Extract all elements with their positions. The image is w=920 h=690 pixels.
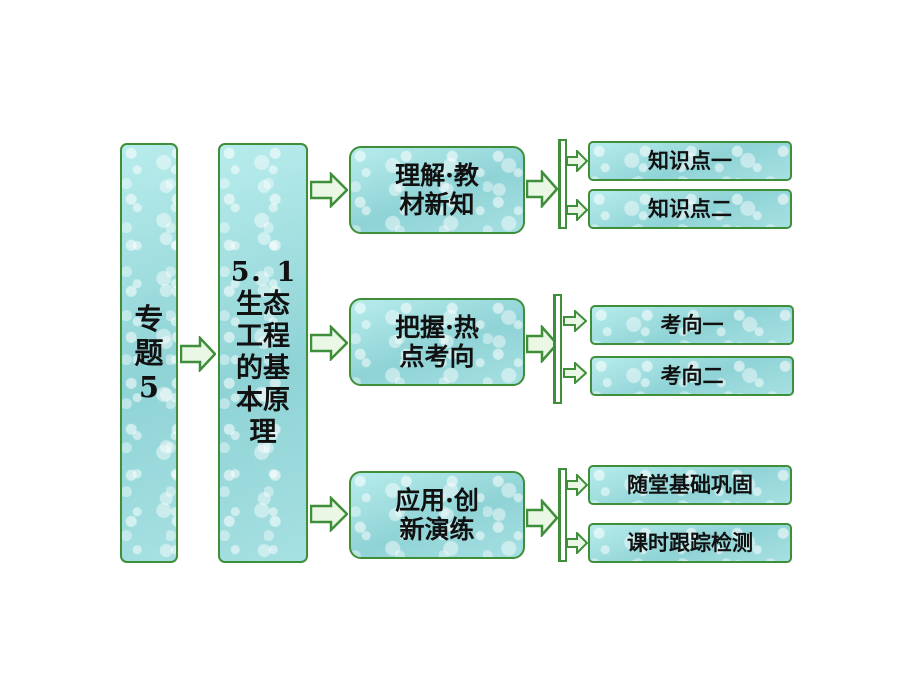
- branch-box-1[interactable]: 理解·教 材新知: [349, 146, 525, 234]
- bracket: [558, 139, 567, 229]
- branch-2-line2: 点考向: [399, 342, 475, 371]
- leaf-box[interactable]: 考向一: [590, 305, 794, 345]
- arrow-icon: [180, 336, 216, 372]
- arrow-icon: [566, 474, 588, 496]
- arrow-icon: [526, 170, 558, 208]
- leaf-box[interactable]: 知识点二: [588, 189, 792, 229]
- leaf-box[interactable]: 随堂基础巩固: [588, 465, 792, 505]
- leaf-label: 知识点二: [648, 195, 732, 221]
- leaf-label: 考向二: [660, 362, 724, 388]
- arrow-icon: [566, 150, 588, 172]
- topic-box[interactable]: 专 题 5: [120, 143, 178, 563]
- leaf-label: 随堂基础巩固: [627, 471, 753, 497]
- arrow-icon: [526, 325, 558, 363]
- arrow-icon: [566, 199, 588, 221]
- branch-2-line1: 把握·热: [395, 312, 479, 342]
- leaf-label: 考向一: [660, 311, 724, 337]
- section-box[interactable]: 5．1 生态 工程 的基 本原 理: [218, 143, 308, 563]
- branch-box-3[interactable]: 应用·创 新演练: [349, 471, 525, 559]
- leaf-box[interactable]: 课时跟踪检测: [588, 523, 792, 563]
- section-label: 5．1 生态 工程 的基 本原 理: [230, 257, 296, 448]
- branch-3-line2: 新演练: [399, 515, 475, 544]
- leaf-box[interactable]: 考向二: [590, 356, 794, 396]
- leaf-label: 知识点一: [648, 147, 732, 173]
- leaf-label: 课时跟踪检测: [627, 529, 753, 555]
- arrow-icon: [310, 172, 348, 208]
- arrow-icon: [310, 496, 348, 532]
- branch-box-2[interactable]: 把握·热 点考向: [349, 298, 525, 386]
- arrow-icon: [526, 499, 558, 537]
- bracket: [558, 468, 567, 562]
- topic-label: 专 题 5: [134, 301, 164, 405]
- branch-1-line2: 材新知: [399, 190, 475, 219]
- arrow-icon: [566, 532, 588, 554]
- branch-3-line1: 应用·创: [395, 485, 479, 515]
- arrow-icon: [310, 325, 348, 361]
- leaf-box[interactable]: 知识点一: [588, 141, 792, 181]
- arrow-icon: [563, 310, 587, 332]
- bracket: [553, 294, 562, 404]
- arrow-icon: [563, 362, 587, 384]
- branch-1-line1: 理解·教: [395, 160, 479, 190]
